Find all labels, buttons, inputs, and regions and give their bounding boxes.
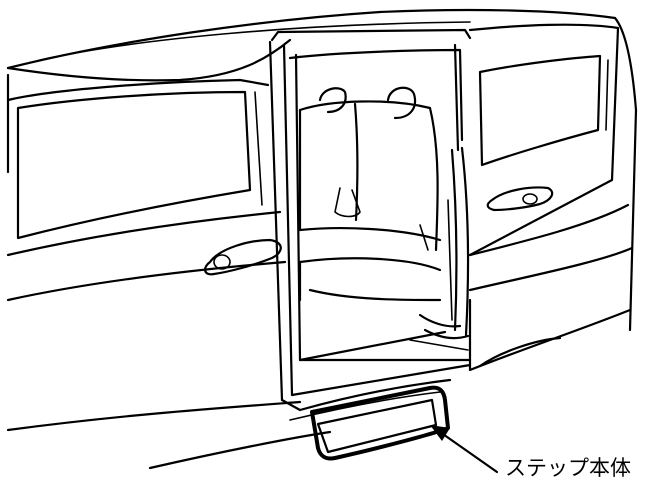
rear-seat [300, 88, 440, 300]
rear-body-panel [8, 75, 285, 300]
front-door-handle [488, 188, 552, 211]
callout-arrow [430, 425, 497, 472]
side-sill [8, 380, 450, 468]
door-edge [292, 148, 470, 395]
step-body-label: ステップ本体 [505, 452, 631, 482]
step-body [312, 388, 448, 459]
